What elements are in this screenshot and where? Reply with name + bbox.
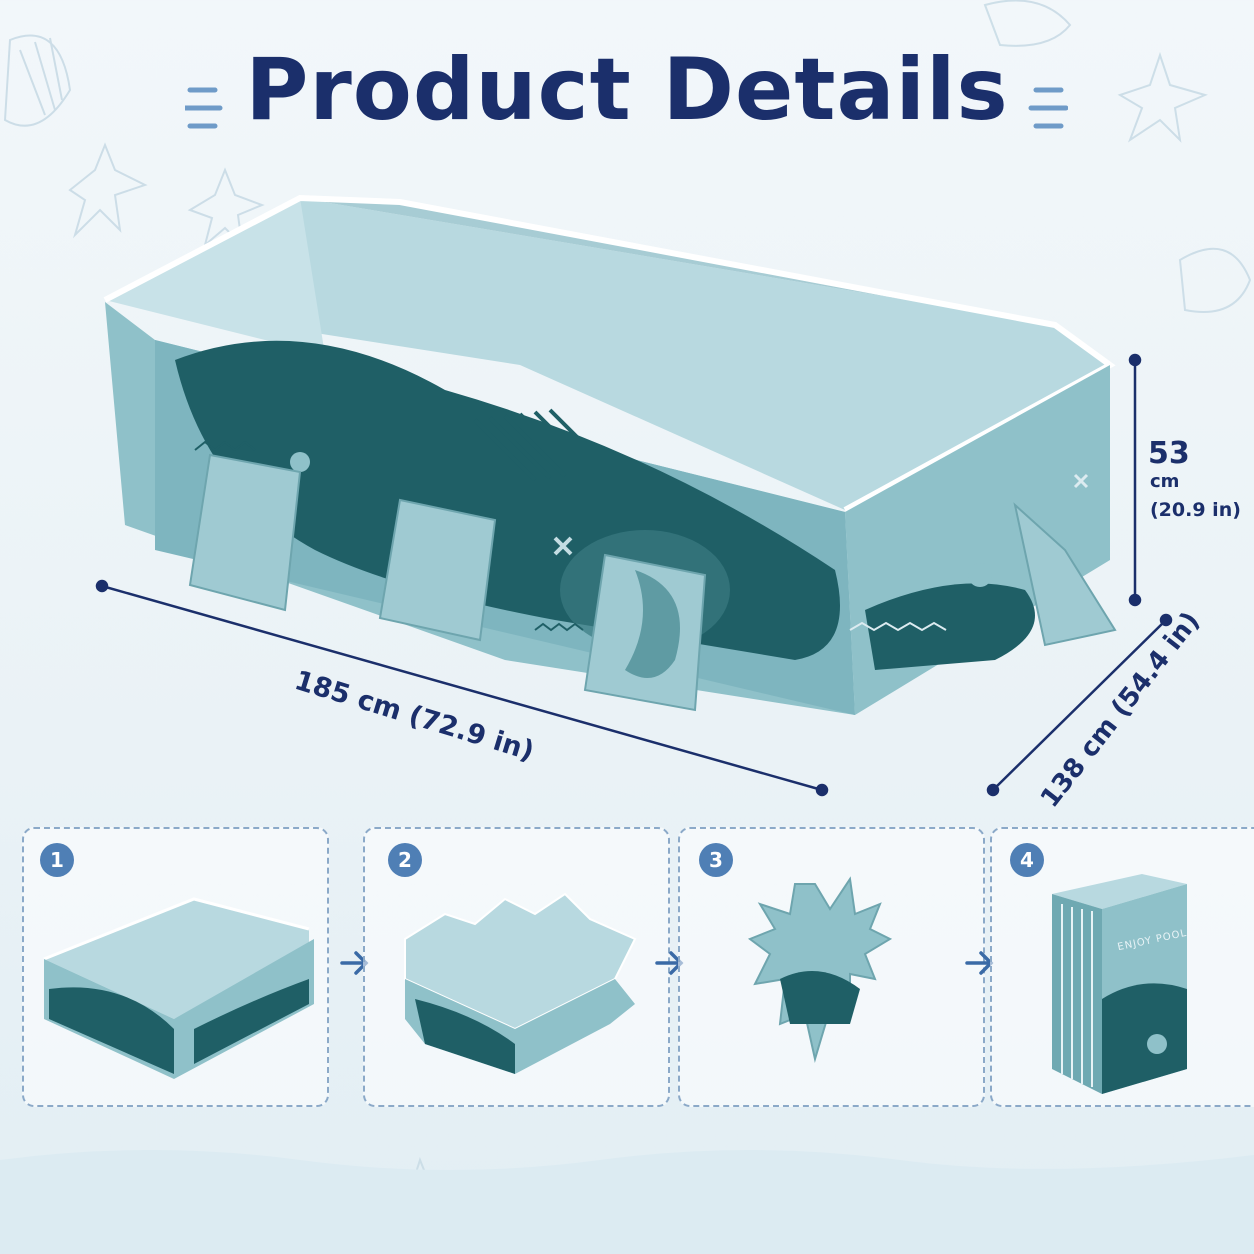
step-card-1 [22, 827, 329, 1107]
step-badge-1: 1 [40, 843, 74, 877]
pool-folded-star-illustration [747, 876, 893, 1063]
step-badge-3: 3 [699, 843, 733, 877]
step-card-4 [990, 827, 1254, 1107]
step-badge-4: 4 [1010, 843, 1044, 877]
height-unit-label: cm [1150, 471, 1180, 492]
pool-folding-illustration [404, 892, 637, 1074]
page-title: Product Details [245, 40, 1009, 140]
pool-open-illustration [43, 897, 314, 1079]
pool-illustration [103, 194, 1117, 715]
dimension-lines [95, 353, 1173, 797]
step-card-2 [363, 827, 670, 1107]
pool-box-illustration [1052, 874, 1187, 1094]
step-card-3 [678, 827, 985, 1107]
left-title-dash-icon [185, 87, 223, 129]
bottom-wave-decoration [0, 1150, 1254, 1254]
right-title-dash-icon [1028, 87, 1068, 129]
height-value-label: 53 [1148, 436, 1190, 471]
step-badge-2: 2 [388, 843, 422, 877]
height-imperial-label: (20.9 in) [1150, 499, 1241, 521]
